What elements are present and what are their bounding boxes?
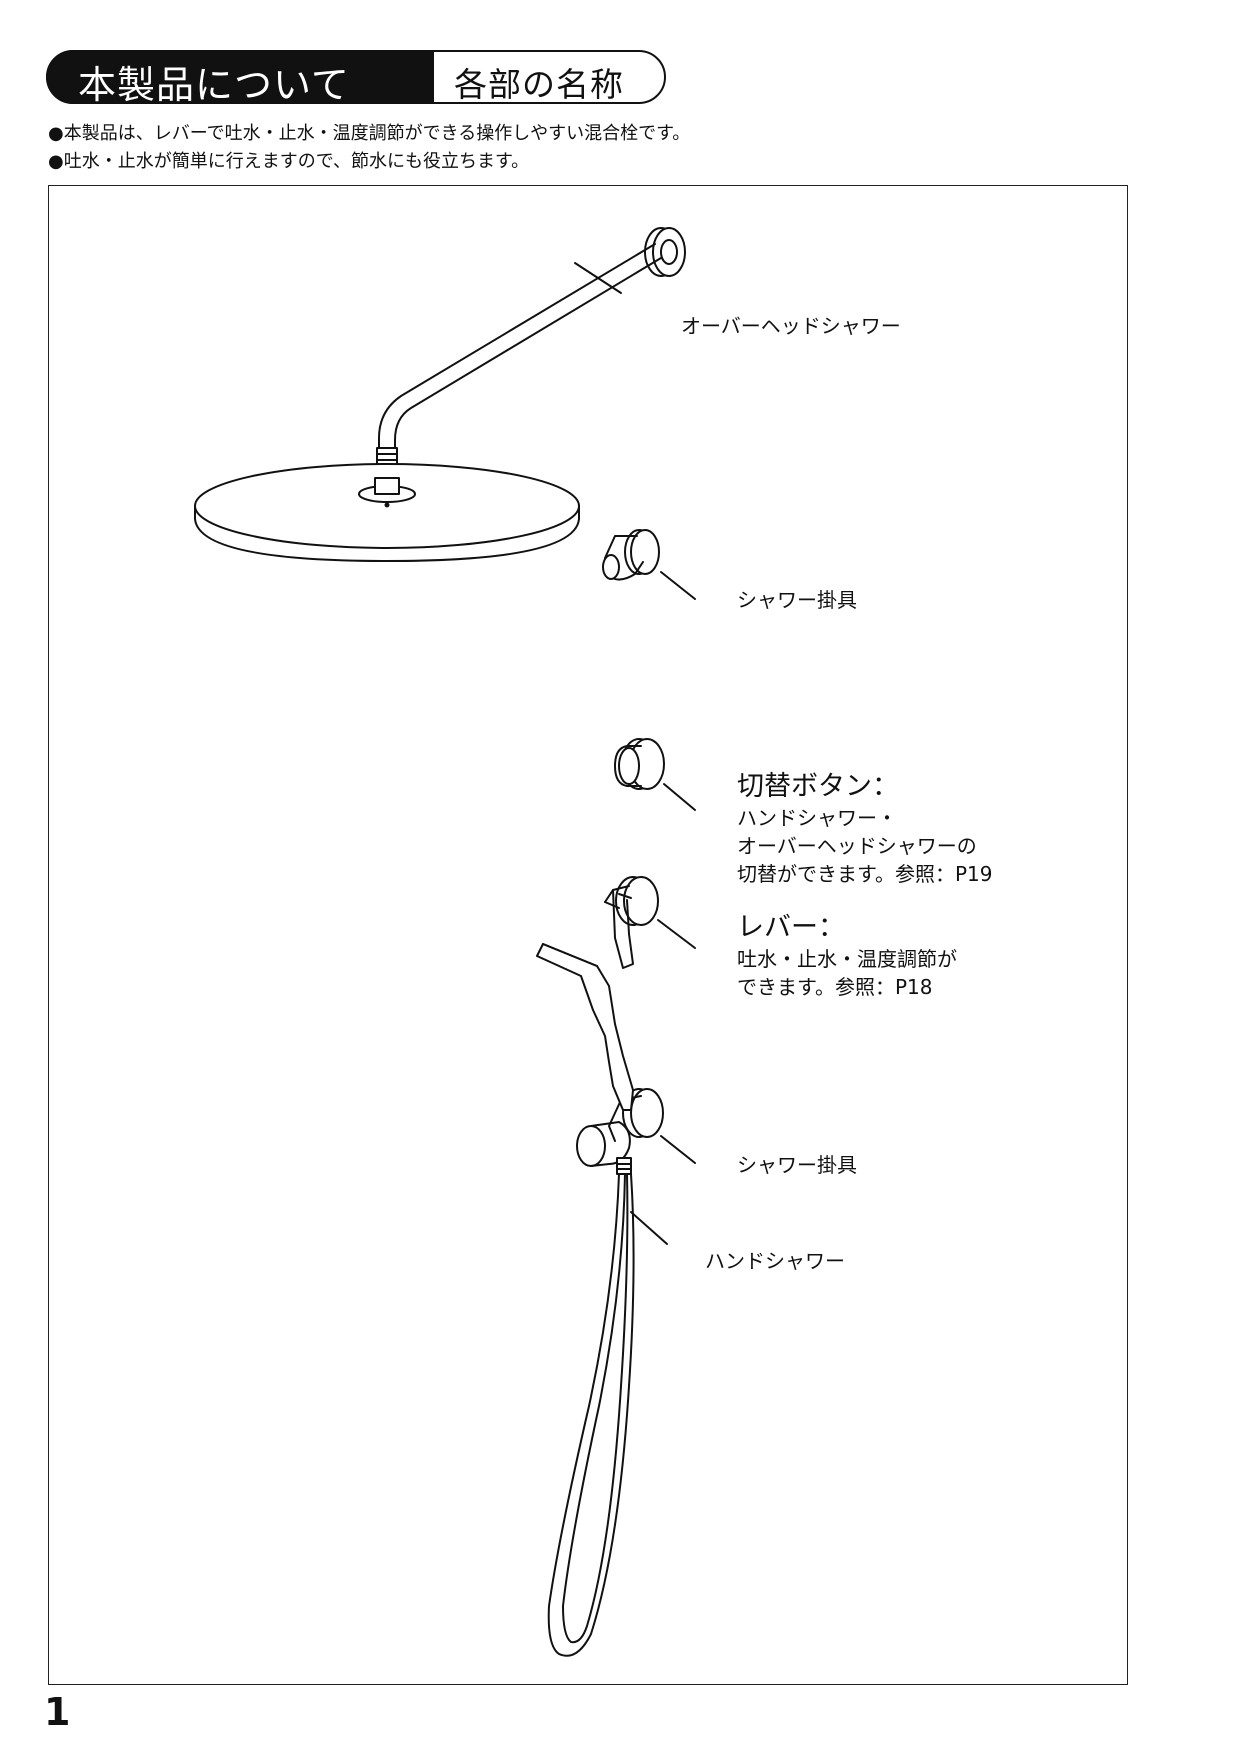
- lever-illustration: [604, 876, 696, 969]
- switch-button-desc-2: オーバーヘッドシャワーの: [737, 834, 977, 858]
- illustration-frame: オーバーヘッドシャワー シャワー掛具 切替ボタン： ハンドシャワー・ オーバーヘ…: [48, 185, 1128, 1685]
- overhead-shower-illustration: [194, 227, 686, 562]
- switch-button-title: 切替ボタン：: [737, 771, 899, 802]
- page-subtitle: 各部の名称: [454, 65, 624, 104]
- switch-button-illustration: [614, 738, 696, 811]
- lever-desc-1: 吐水・止水・温度調節が: [737, 947, 957, 971]
- intro-line-2: ●吐水・止水が簡単に行えますので、節水にも役立ちます。: [48, 151, 530, 172]
- header-title-bg: [46, 50, 434, 104]
- page-title: 本製品について: [78, 63, 350, 107]
- lever-desc-2: できます。参照：P18: [737, 975, 933, 999]
- page-number: 1: [44, 1690, 71, 1734]
- parts-illustration: [194, 227, 696, 1657]
- label-hand-shower: ハンドシャワー: [705, 1249, 845, 1273]
- switch-button-desc-3: 切替ができます。参照：P19: [737, 862, 993, 886]
- label-overhead-shower: オーバーヘッドシャワー: [681, 314, 901, 338]
- label-shower-holder-top: シャワー掛具: [737, 588, 857, 612]
- hand-shower-illustration: [536, 943, 696, 1657]
- lever-title: レバー：: [737, 912, 845, 943]
- shower-holder-top-illustration: [602, 529, 696, 600]
- label-switch-button: 切替ボタン： ハンドシャワー・ オーバーヘッドシャワーの 切替ができます。参照：…: [737, 770, 993, 888]
- label-shower-holder-bottom: シャワー掛具: [737, 1153, 857, 1177]
- intro-text: ●本製品は、レバーで吐水・止水・温度調節ができる操作しやすい混合栓です。 ●吐水…: [48, 120, 690, 176]
- intro-line-1: ●本製品は、レバーで吐水・止水・温度調節ができる操作しやすい混合栓です。: [48, 123, 691, 144]
- label-lever: レバー： 吐水・止水・温度調節が できます。参照：P18: [737, 911, 957, 1001]
- switch-button-desc-1: ハンドシャワー・: [737, 806, 897, 830]
